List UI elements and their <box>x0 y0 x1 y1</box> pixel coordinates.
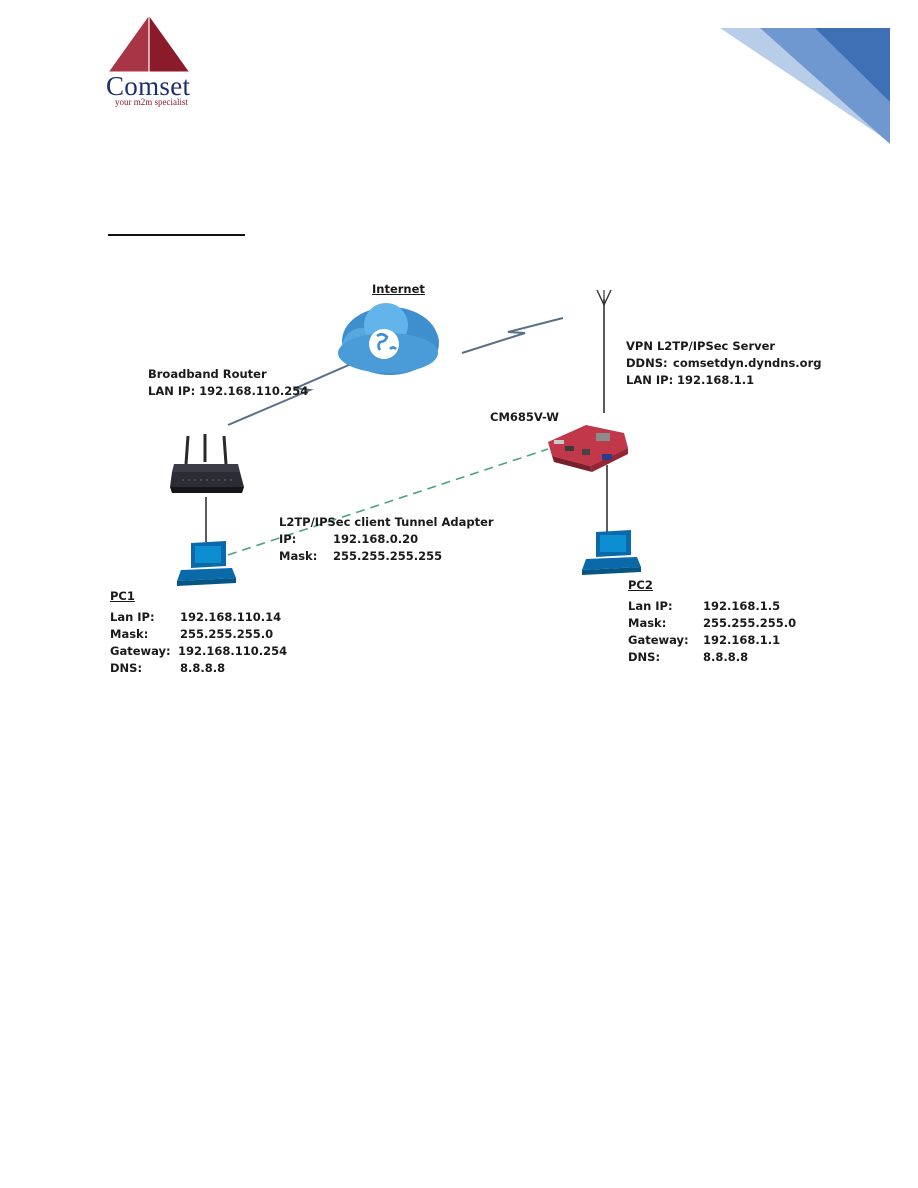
pc1-info: PC1 Lan IP: 192.168.110.14 Mask: 255.255.2… <box>110 588 287 677</box>
tunnel-adapter-title: L2TP/IPSec client Tunnel Adapter <box>279 515 494 529</box>
vpn-server-ddns-key: DDNS: <box>626 356 668 370</box>
pc1-mask-value: 255.255.255.0 <box>180 627 274 641</box>
logo-tagline: your m2m specialist <box>115 97 188 107</box>
pc2-lan-ip-key: Lan IP: <box>628 599 673 613</box>
tunnel-ip-key: IP: <box>279 532 297 546</box>
pc2-gateway-value: 192.168.1.1 <box>703 633 781 647</box>
network-diagram <box>170 289 641 586</box>
pc2-mask-value: 255.255.255.0 <box>703 616 797 630</box>
pc2-row: Gateway: 192.168.1.1 <box>628 632 796 649</box>
pc1-lan-ip-value: 192.168.110.14 <box>180 610 282 624</box>
device-model-label: CM685V-W <box>490 410 559 424</box>
vpn-server-lan-ip-value: 192.168.1.1 <box>677 373 755 387</box>
logo-triangle-icon <box>109 16 189 73</box>
vpn-server-lan-ip-key: LAN IP: <box>626 373 674 387</box>
internet-server-link <box>461 317 564 354</box>
pc2-title: PC2 <box>628 578 653 592</box>
vpn-tunnel-line <box>227 448 549 556</box>
logo-brand-text: Comset <box>106 71 191 101</box>
router-internet-link <box>227 353 375 426</box>
cm685v-w-router-icon <box>548 425 628 472</box>
internet-label: Internet <box>372 282 425 296</box>
pc1-row: DNS: 8.8.8.8 <box>110 660 287 677</box>
internet-cloud-icon <box>338 303 439 375</box>
section-heading-underline <box>108 234 245 236</box>
pc2-computer-icon <box>582 530 641 575</box>
pc2-row: Mask: 255.255.255.0 <box>628 615 796 632</box>
pc2-row: Lan IP: 192.168.1.5 <box>628 598 796 615</box>
pc1-dns-key: DNS: <box>110 661 143 675</box>
pc1-computer-icon <box>177 541 236 586</box>
vpn-server-title: VPN L2TP/IPSec Server <box>626 339 776 353</box>
pc1-row: Gateway: 192.168.110.254 <box>110 643 287 660</box>
pc2-row: DNS: 8.8.8.8 <box>628 649 796 666</box>
pc2-lan-ip-value: 192.168.1.5 <box>703 599 781 613</box>
pc2-info: PC2 Lan IP: 192.168.1.5 Mask: 255.255.255.… <box>628 577 796 666</box>
broadband-router-lan-ip: LAN IP: 192.168.110.254 <box>148 384 309 398</box>
tunnel-adapter-info: L2TP/IPSec client Tunnel Adapter IP: 192… <box>279 514 494 565</box>
pc2-gateway-key: Gateway: <box>628 633 689 647</box>
pc1-row: Mask: 255.255.255.0 <box>110 626 287 643</box>
vpn-server-info: VPN L2TP/IPSec Server DDNS: comsetdyn.dy… <box>626 338 821 389</box>
tunnel-ip-value: 192.168.0.20 <box>333 532 419 546</box>
pc1-dns-value: 8.8.8.8 <box>180 661 226 675</box>
broadband-router-title: Broadband Router <box>148 367 267 381</box>
pc1-row: Lan IP: 192.168.110.14 <box>110 609 287 626</box>
pc2-mask-key: Mask: <box>628 616 667 630</box>
tunnel-mask-value: 255.255.255.255 <box>333 549 443 563</box>
router-icon <box>170 434 244 493</box>
pc2-dns-key: DNS: <box>628 650 661 664</box>
tunnel-mask-key: Mask: <box>279 549 318 563</box>
pc1-gateway-key: Gateway: <box>110 644 171 658</box>
pc1-mask-key: Mask: <box>110 627 149 641</box>
comset-logo: Comset your m2m specialist <box>104 14 194 107</box>
pc1-lan-ip-key: Lan IP: <box>110 610 155 624</box>
header-decoration <box>720 28 890 144</box>
vpn-server-ddns-value: comsetdyn.dyndns.org <box>673 356 822 370</box>
pc1-gateway-value: 192.168.110.254 <box>178 644 288 658</box>
broadband-router-info: Broadband Router LAN IP: 192.168.110.254 <box>148 366 308 400</box>
pc1-title: PC1 <box>110 589 135 603</box>
pc2-dns-value: 8.8.8.8 <box>703 650 749 664</box>
